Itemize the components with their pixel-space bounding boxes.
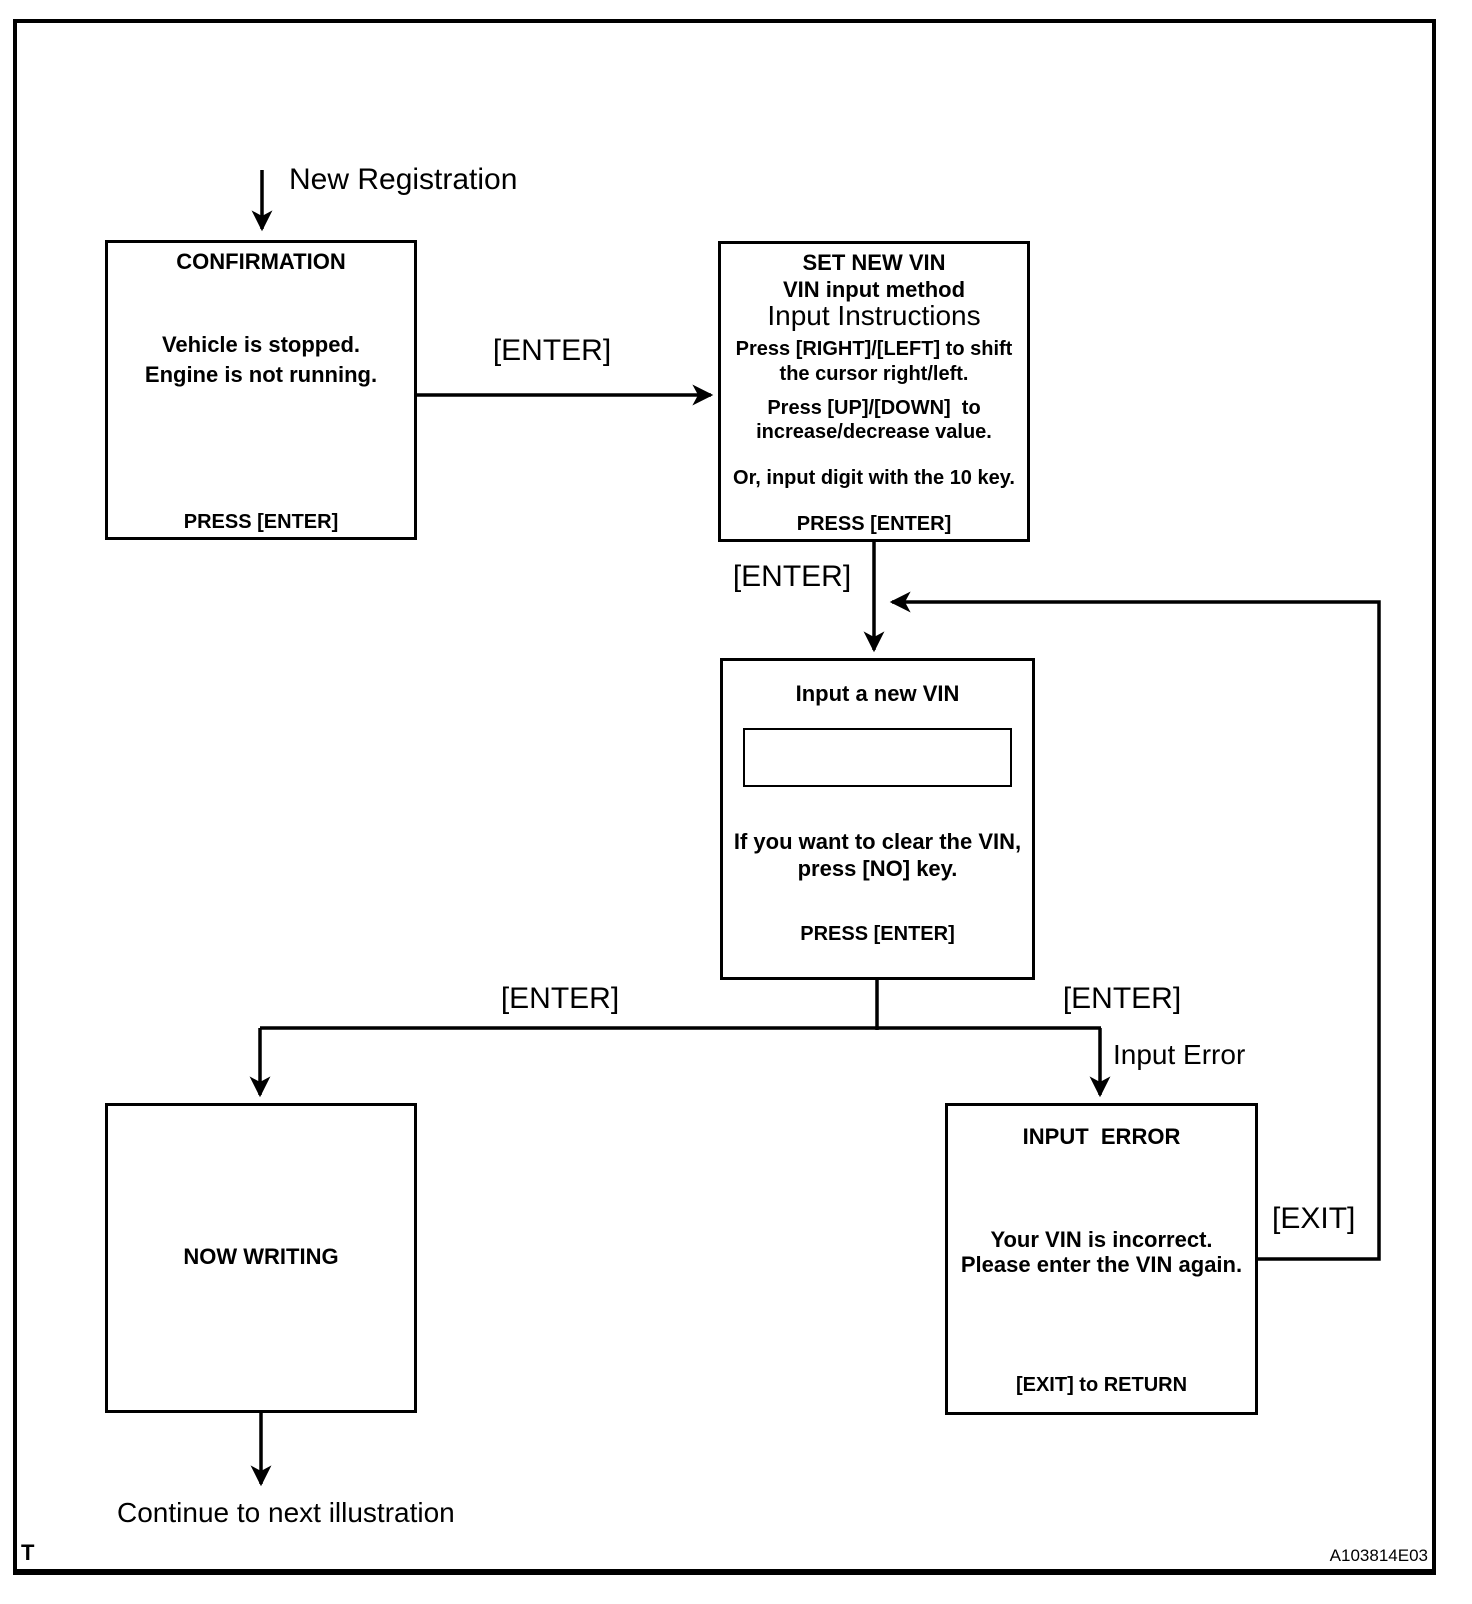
vin-input-field — [743, 728, 1012, 787]
enter-label-setvin: [ENTER] — [732, 560, 852, 593]
inputerror-line1: Your VIN is incorrect. — [990, 1227, 1213, 1252]
confirmation-screen-box — [105, 240, 417, 540]
confirmation-line1: Vehicle is stopped. — [161, 332, 361, 357]
inputvin-footer: PRESS [ENTER] — [800, 923, 955, 945]
setvin-footer: PRESS [ENTER] — [796, 513, 952, 535]
start-label: New Registration — [289, 163, 518, 196]
page-border — [13, 19, 1436, 1575]
input-new-vin-screen-box — [720, 658, 1035, 980]
inputvin-line2: press [NO] key. — [797, 856, 958, 881]
nowwriting-title: NOW WRITING — [183, 1244, 339, 1269]
inputvin-line1: If you want to clear the VIN, — [733, 829, 1022, 854]
setvin-inst1b: the cursor right/left. — [779, 363, 969, 385]
setvin-inst2a: Press [UP]/[DOWN] to — [767, 397, 981, 419]
confirmation-footer: PRESS [ENTER] — [183, 511, 339, 533]
set-new-vin-screen-box — [718, 241, 1030, 542]
enter-label-confirmation: [ENTER] — [492, 334, 612, 367]
setvin-inst3: Or, input digit with the 10 key. — [733, 467, 1015, 489]
setvin-heading: Input Instructions — [767, 300, 981, 331]
setvin-title: SET NEW VIN — [802, 250, 946, 275]
page-corner-letter: T — [21, 1540, 35, 1565]
figure-code: A103814E03 — [1329, 1546, 1428, 1565]
inputerror-line2: Please enter the VIN again. — [960, 1252, 1243, 1277]
setvin-inst1a: Press [RIGHT]/[LEFT] to shift — [735, 338, 1013, 360]
setvin-inst2b: increase/decrease value. — [756, 421, 992, 443]
enter-label-branch-left: [ENTER] — [500, 982, 620, 1015]
inputerror-footer: [EXIT] to RETURN — [1015, 1374, 1188, 1396]
exit-label: [EXIT] — [1272, 1202, 1356, 1235]
confirmation-title: CONFIRMATION — [176, 249, 346, 274]
inputerror-title: INPUT ERROR — [1022, 1124, 1181, 1149]
now-writing-screen-box — [105, 1103, 417, 1413]
inputvin-title: Input a new VIN — [795, 681, 960, 706]
enter-label-branch-right: [ENTER] — [1062, 982, 1182, 1015]
arrow-exit-return-loop — [889, 591, 1381, 1261]
continue-label: Continue to next illustration — [117, 1497, 455, 1528]
setvin-subtitle: VIN input method — [782, 277, 966, 302]
input-error-label: Input Error — [1113, 1039, 1246, 1070]
confirmation-line2: Engine is not running. — [144, 362, 378, 387]
input-error-screen-box — [945, 1103, 1258, 1415]
